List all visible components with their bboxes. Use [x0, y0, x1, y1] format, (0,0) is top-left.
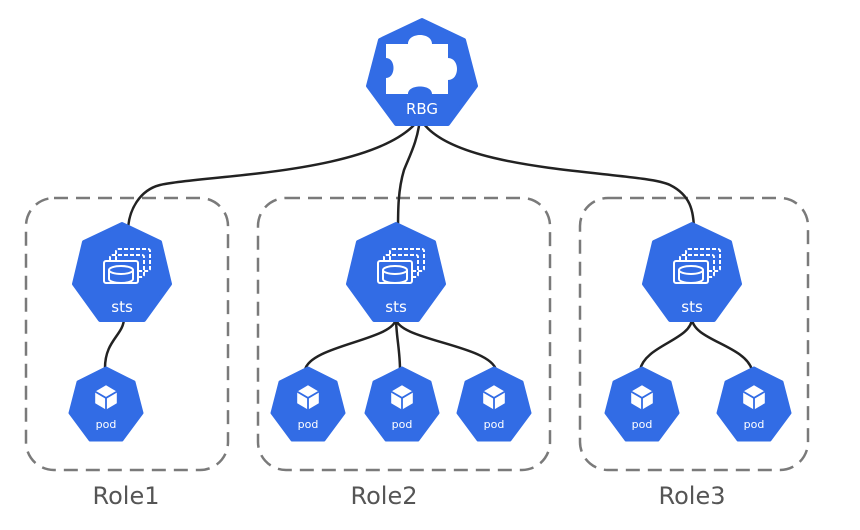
connector-sts1-pod	[103, 317, 126, 369]
role3-label: Role3	[658, 482, 726, 510]
role1-label: Role1	[92, 482, 160, 510]
pod-label: pod	[298, 418, 319, 431]
pod-node-role1-1: pod	[68, 366, 144, 442]
pod-label: pod	[96, 418, 117, 431]
sts-label: sts	[385, 298, 407, 316]
pod-label: pod	[744, 418, 765, 431]
pod-node-role3-2: pod	[716, 366, 792, 442]
pod-node-role2-1: pod	[270, 366, 346, 442]
pod-label: pod	[484, 418, 505, 431]
pod-node-role3-1: pod	[604, 366, 680, 442]
connector-sts2-pod1	[303, 317, 398, 371]
sts-node-role2: sts	[346, 222, 446, 322]
sts-label: sts	[681, 298, 703, 316]
connector-rbg-role1	[126, 117, 422, 233]
connector-sts3-pod2	[690, 317, 754, 371]
pod-label: pod	[632, 418, 653, 431]
sts-node-role3: sts	[642, 222, 742, 322]
sts-label: sts	[111, 298, 133, 316]
connector-sts3-pod1	[638, 317, 694, 371]
pod-node-role2-2: pod	[364, 366, 440, 442]
pod-node-role2-3: pod	[456, 366, 532, 442]
connector-sts2-pod3	[394, 317, 498, 371]
pod-label: pod	[392, 418, 413, 431]
rbg-node: RBG	[366, 18, 478, 126]
role1-box	[24, 196, 230, 472]
sts-node-role1: sts	[72, 222, 172, 322]
role3-box	[578, 196, 810, 472]
puzzle-icon	[386, 35, 457, 94]
connector-rbg-role3	[418, 117, 696, 233]
rbg-label: RBG	[406, 100, 438, 118]
role2-box	[256, 196, 552, 472]
connector-rbg-role2	[396, 117, 422, 233]
role2-label: Role2	[350, 482, 418, 510]
